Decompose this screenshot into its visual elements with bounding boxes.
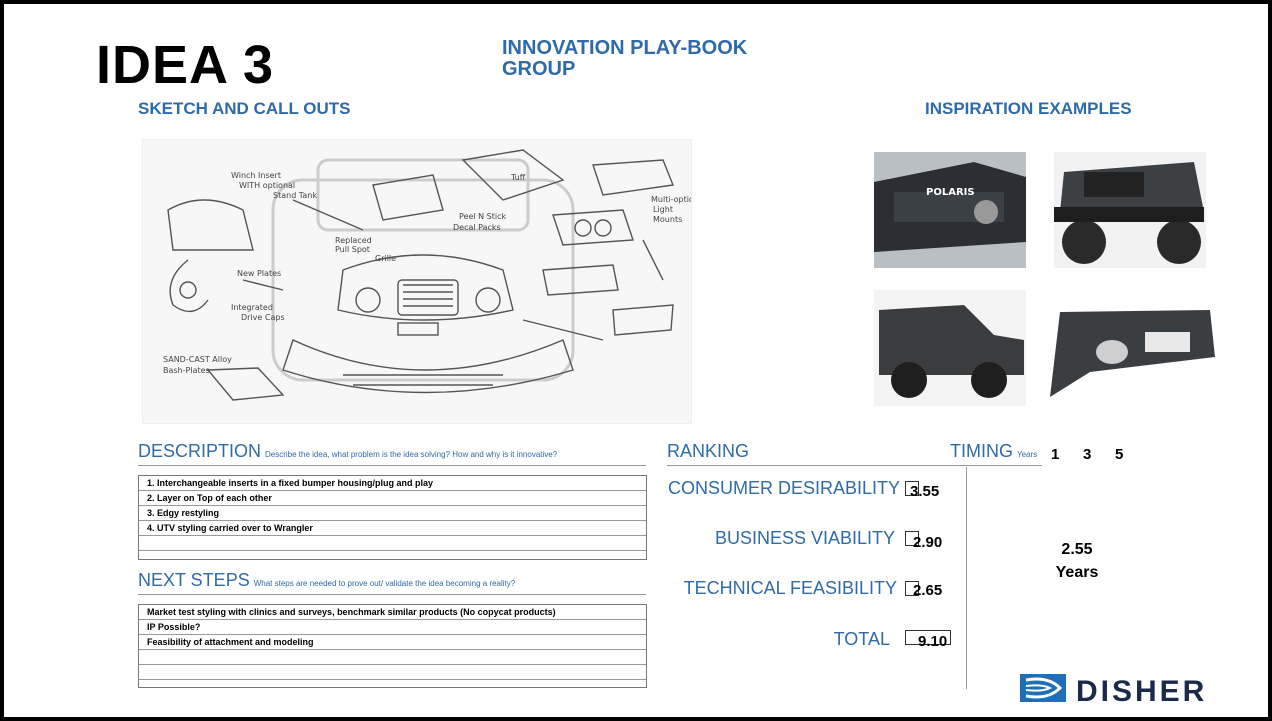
next-steps-row bbox=[139, 665, 646, 680]
description-row bbox=[139, 551, 646, 565]
description-row bbox=[139, 536, 646, 551]
total-value: 9.10 bbox=[918, 633, 948, 650]
business-viability-value: 2.90 bbox=[913, 534, 943, 551]
next-steps-rule bbox=[138, 594, 646, 595]
callout-winch-insert: Winch Insert bbox=[231, 171, 281, 180]
callout-decal-packs: Decal Packs bbox=[453, 223, 501, 232]
callout-bash-plates: Bash-Plates bbox=[163, 366, 210, 375]
callout-peel-n-stick: Peel N Stick bbox=[459, 212, 507, 221]
callout-pull-spot: Pull Spot bbox=[335, 245, 370, 254]
next-steps-row: Market test styling with clinics and sur… bbox=[139, 605, 646, 620]
inspiration-image-bumper-part bbox=[1050, 302, 1215, 397]
timing-scale-5: 5 bbox=[1115, 446, 1124, 463]
callout-drive-caps: Drive Caps bbox=[241, 313, 285, 322]
description-row: 4. UTV styling carried over to Wrangler bbox=[139, 521, 646, 536]
timing-unit: Years bbox=[1017, 450, 1038, 459]
callout-new-plates: New Plates bbox=[237, 269, 281, 278]
callout-sand-cast-alloy: SAND-CAST Alloy bbox=[163, 355, 232, 364]
description-hint: Describe the idea, what problem is the i… bbox=[265, 450, 558, 459]
idea-title: IDEA 3 bbox=[96, 35, 275, 95]
sketch-heading: SKETCH AND CALL OUTS bbox=[138, 99, 351, 118]
timing-scale-1: 1 bbox=[1051, 446, 1060, 463]
ranking-divider bbox=[966, 467, 967, 689]
timing-value: 2.55 Years bbox=[1055, 541, 1099, 581]
callout-replaced: Replaced bbox=[335, 236, 372, 245]
business-viability-label: BUSINESS VIABILITY bbox=[714, 528, 895, 548]
technical-feasibility-label: TECHNICAL FEASIBILITY bbox=[683, 578, 897, 598]
next-steps-row: Feasibility of attachment and modeling bbox=[139, 635, 646, 650]
playbook-title: INNOVATION PLAY-BOOK GROUP bbox=[502, 37, 748, 80]
consumer-desirability-box bbox=[905, 481, 919, 496]
inspiration-image-utv-bumper: POLARIS bbox=[874, 152, 1026, 268]
description-row: 2. Layer on Top of each other bbox=[139, 491, 646, 506]
description-row: 1. Interchangeable inserts in a fixed bu… bbox=[139, 476, 646, 491]
business-viability-box bbox=[905, 531, 919, 546]
next-steps-row: IP Possible? bbox=[139, 620, 646, 635]
description-table: 1. Interchangeable inserts in a fixed bu… bbox=[138, 475, 647, 560]
next-steps-hint: What steps are needed to prove out/ vali… bbox=[253, 579, 516, 588]
callout-mounts: Mounts bbox=[653, 215, 682, 224]
slide-frame: IDEA 3 INNOVATION PLAY-BOOK GROUP SKETCH… bbox=[4, 4, 1268, 717]
consumer-desirability-value: 3.55 bbox=[910, 483, 940, 500]
total-label: TOTAL bbox=[833, 629, 890, 649]
sketch-image: Winch Insert WITH optional Stand Tank Re… bbox=[142, 139, 699, 424]
polaris-badge: POLARIS bbox=[926, 187, 975, 198]
technical-feasibility-value: 2.65 bbox=[913, 582, 943, 599]
inspiration-image-jeep-front bbox=[1054, 152, 1206, 268]
callout-multi-option: Multi-option bbox=[651, 195, 691, 204]
callout-stand-tank: Stand Tank bbox=[273, 191, 317, 200]
callout-with-optional: WITH optional bbox=[239, 181, 295, 190]
inspiration-image-jeep-side bbox=[874, 290, 1026, 406]
inspiration-heading: INSPIRATION EXAMPLES bbox=[925, 99, 1132, 118]
technical-feasibility-box bbox=[905, 581, 919, 596]
next-steps-row bbox=[139, 680, 646, 694]
callout-integrated: Integrated bbox=[231, 303, 273, 312]
bumper-sketch-drawing: Winch Insert WITH optional Stand Tank Re… bbox=[163, 149, 699, 401]
disher-logo-text: DISHER bbox=[1076, 675, 1208, 708]
consumer-desirability-label: CONSUMER DESIRABILITY bbox=[667, 478, 900, 498]
disher-logo-icon bbox=[1020, 674, 1066, 702]
callout-tuff: Tuff bbox=[510, 173, 526, 182]
next-steps-table: Market test styling with clinics and sur… bbox=[138, 604, 647, 688]
timing-scale-3: 3 bbox=[1083, 446, 1092, 463]
slide: IDEA 3 INNOVATION PLAY-BOOK GROUP SKETCH… bbox=[12, 12, 1268, 717]
callout-grille: Grille bbox=[375, 254, 396, 263]
ranking-rule bbox=[667, 465, 1042, 466]
total-box bbox=[905, 630, 951, 645]
next-steps-row bbox=[139, 650, 646, 665]
description-rule bbox=[138, 465, 646, 466]
callout-light: Light bbox=[653, 205, 673, 214]
description-row: 3. Edgy restyling bbox=[139, 506, 646, 521]
ranking-title: RANKING bbox=[667, 441, 750, 461]
